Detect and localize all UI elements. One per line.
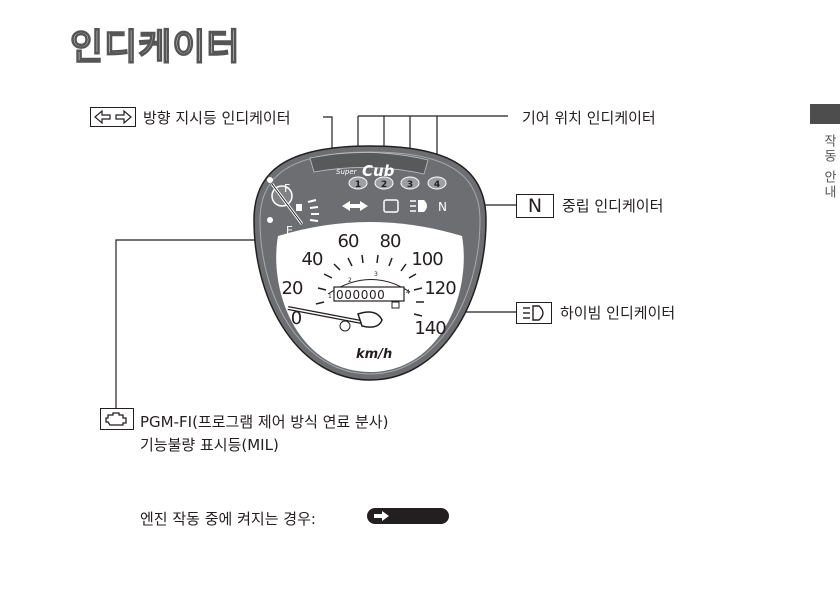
- turn-signal-icon-box: [90, 107, 136, 127]
- brand-text: Cub: [362, 162, 395, 180]
- gear-3-label: 3: [407, 180, 413, 190]
- gear-scale-4: 4: [406, 289, 410, 296]
- gear-4-label: 4: [434, 180, 440, 190]
- speed-unit: km/h: [356, 347, 392, 362]
- turn-signal-arrows-icon: [91, 108, 135, 126]
- gear-scale-2: 2: [348, 277, 352, 284]
- pgm-fi-icon-box: [100, 408, 134, 430]
- engine-note: 엔진 작동 중에 켜지는 경우:: [140, 508, 316, 529]
- neutral-label: 중립 인디케이터: [562, 195, 663, 216]
- speed-label-20: 20: [282, 278, 303, 299]
- neutral-symbol-box: N: [516, 194, 554, 218]
- pgm-fi-label-line2: 기능불량 표시등(MIL): [140, 434, 279, 455]
- reference-pill[interactable]: [367, 508, 449, 524]
- gear-1-label: 1: [355, 180, 361, 190]
- pgm-fi-label-line1: PGM-FI(프로그램 제어 방식 연료 분사): [140, 411, 388, 432]
- gear-2-label: 2: [381, 180, 387, 190]
- gear-scale-3: 3: [374, 271, 378, 278]
- speed-label-100: 100: [411, 249, 443, 270]
- speed-label-80: 80: [380, 231, 401, 252]
- odometer-value: 000000: [336, 288, 385, 302]
- gauge-neutral-label: N: [438, 200, 447, 214]
- speedometer-gauge: Super Cub 1 2 3 4 F E N: [250, 144, 490, 384]
- arrow-right-pill-icon: [367, 508, 449, 524]
- fuel-full-label: F: [284, 182, 290, 195]
- engine-check-icon: [101, 409, 133, 429]
- high-beam-label: 하이빔 인디케이터: [560, 302, 675, 323]
- speed-label-40: 40: [302, 249, 323, 270]
- speed-label-120: 120: [424, 278, 456, 299]
- speed-label-140: 140: [414, 318, 446, 339]
- turn-signal-label: 방향 지시등 인디케이터: [143, 107, 291, 128]
- high-beam-icon-box: [516, 302, 552, 324]
- gear-scale-1: 1: [328, 293, 332, 300]
- brand-small-text: Super: [336, 168, 358, 176]
- gear-position-label: 기어 위치 인디케이터: [522, 107, 656, 128]
- speed-label-60: 60: [338, 231, 359, 252]
- high-beam-icon: [517, 303, 551, 323]
